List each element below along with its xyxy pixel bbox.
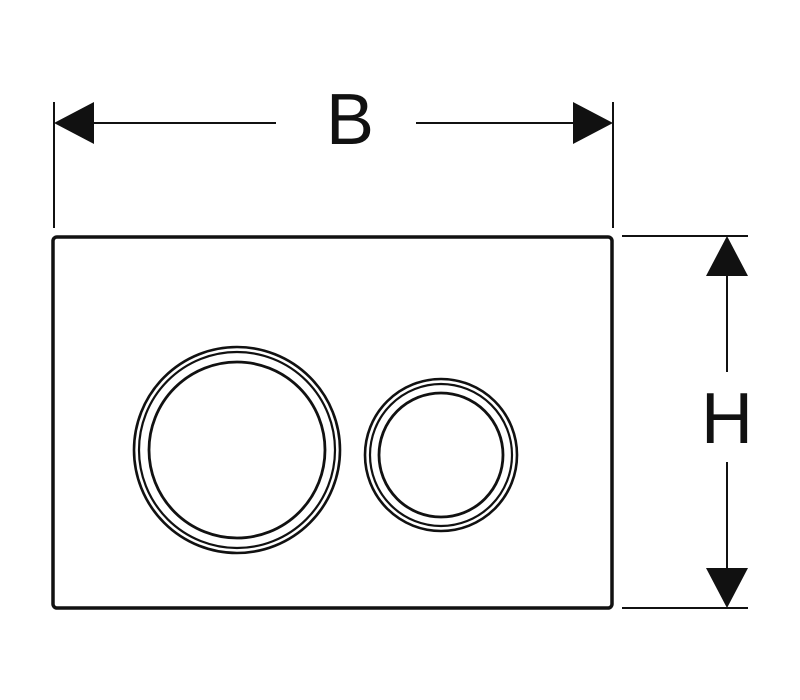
small-flush-button	[363, 377, 519, 533]
width-arrow-right-icon	[573, 102, 613, 144]
width-dimension: B	[53, 80, 614, 228]
large-flush-button	[132, 345, 342, 555]
width-arrow-left-icon	[54, 102, 94, 144]
height-dimension: H	[622, 235, 753, 609]
flush-plate-outline	[51, 235, 614, 610]
height-arrow-bottom-icon	[706, 568, 748, 608]
height-arrow-top-icon	[706, 236, 748, 276]
width-label: B	[326, 80, 374, 160]
height-label: H	[701, 379, 753, 459]
